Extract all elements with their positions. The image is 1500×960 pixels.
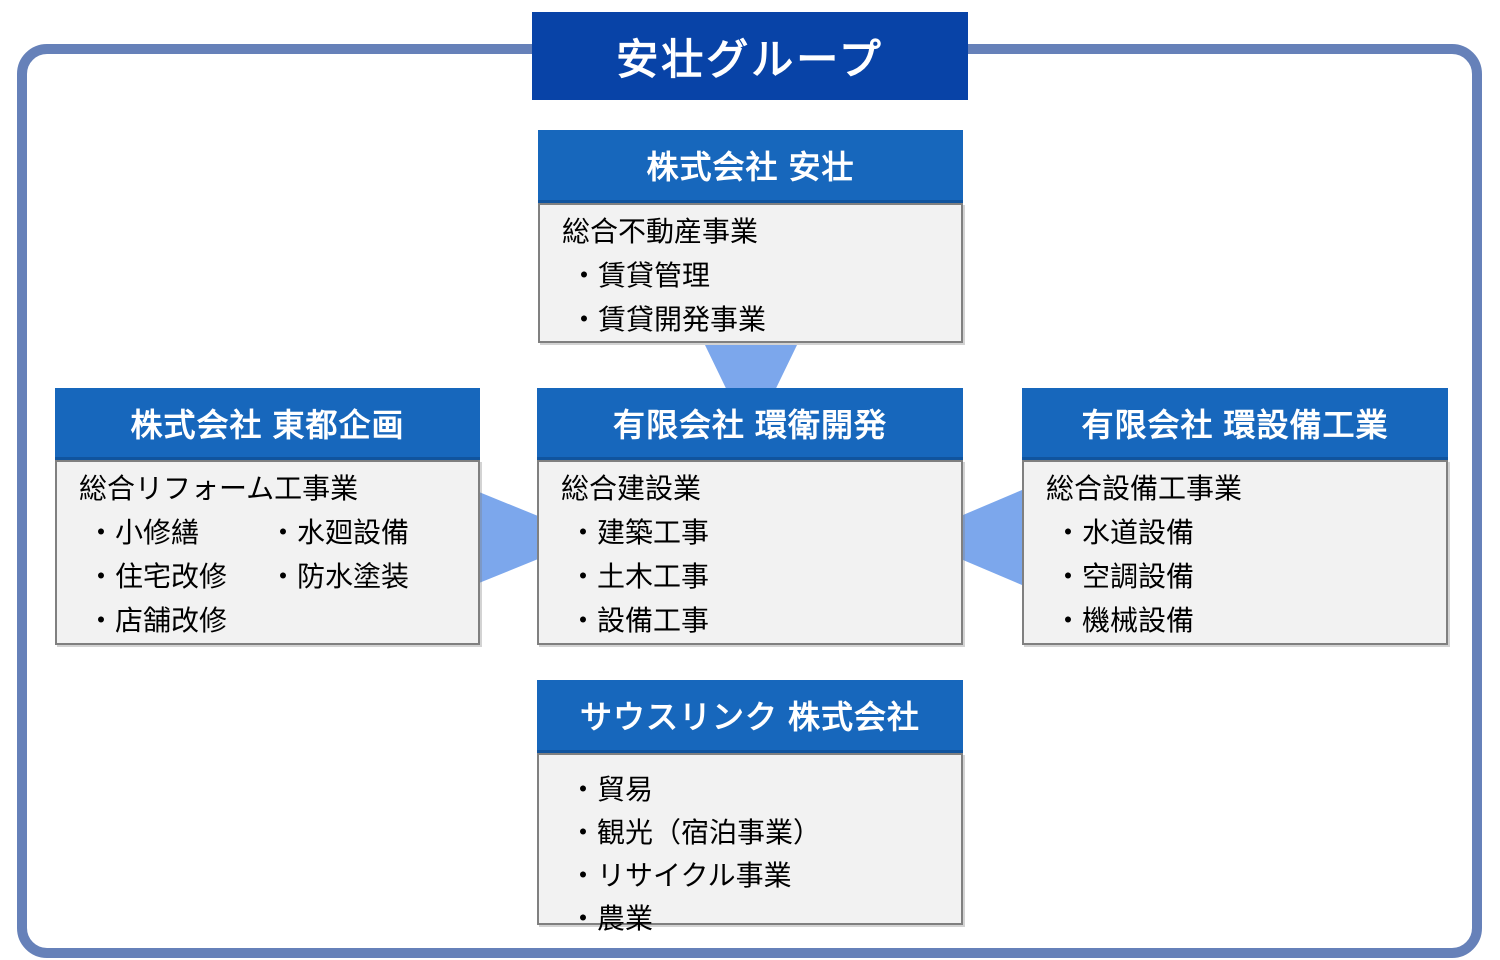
business-item: ・土木工事 [569,562,710,593]
business-item: ・小修繕 [87,518,200,549]
business-item: ・賃貸開発事業 [570,305,767,336]
company-body-kansetsubi: 総合設備工事業 ・水道設備 ・空調設備 ・機械設備 [1022,460,1448,645]
business-item: ・リサイクル事業 [569,861,792,892]
business-item: ・農業 [569,904,654,935]
company-box-kansetsubi: 有限会社 環設備工業 総合設備工事業 ・水道設備 ・空調設備 ・機械設備 [1022,388,1448,645]
company-name-kansetsubi: 有限会社 環設備工業 [1022,388,1448,460]
business-item: ・水道設備 [1054,518,1195,549]
company-body-kanei: 総合建設業 ・建築工事 ・土木工事 ・設備工事 [537,460,963,645]
company-name-southlink: サウスリンク 株式会社 [537,680,963,753]
group-title-banner: 安壮グループ [532,12,968,100]
business-heading: 総合リフォーム工事業 [79,474,359,505]
business-heading: 総合不動産事業 [562,217,759,248]
business-heading: 総合設備工事業 [1046,474,1243,505]
business-item: ・機械設備 [1054,606,1195,637]
business-item: ・住宅改修 [87,562,228,593]
company-name-kanei: 有限会社 環衛開発 [537,388,963,460]
business-item: ・設備工事 [569,606,710,637]
company-body-anso: 総合不動産事業 ・賃貸管理 ・賃貸開発事業 [538,203,963,343]
company-name-toto: 株式会社 東都企画 [55,388,480,460]
company-name-anso: 株式会社 安壮 [538,130,963,203]
business-item: ・店舗改修 [87,606,228,637]
business-item: ・貿易 [569,775,654,806]
business-column-right: ・水廻設備 ・防水塗装 [259,512,460,644]
business-column-left: ・小修繕 ・住宅改修 ・店舗改修 [77,512,259,644]
business-item: ・水廻設備 [269,518,410,549]
business-heading: 総合建設業 [561,474,702,505]
company-box-southlink: サウスリンク 株式会社 ・貿易 ・観光（宿泊事業） ・リサイクル事業 ・農業 [537,680,963,935]
business-item: ・賃貸管理 [570,261,711,292]
business-item: ・建築工事 [569,518,710,549]
group-title: 安壮グループ [616,35,884,83]
company-box-toto: 株式会社 東都企画 総合リフォーム工事業 ・小修繕 ・住宅改修 ・店舗改修 ・水… [55,388,480,645]
company-body-toto: 総合リフォーム工事業 ・小修繕 ・住宅改修 ・店舗改修 ・水廻設備 ・防水塗装 [55,460,480,645]
business-item: ・観光（宿泊事業） [569,818,822,849]
company-box-anso: 株式会社 安壮 総合不動産事業 ・賃貸管理 ・賃貸開発事業 [538,130,963,343]
business-item: ・防水塗装 [269,562,410,593]
company-box-kanei: 有限会社 環衛開発 総合建設業 ・建築工事 ・土木工事 ・設備工事 [537,388,963,645]
business-columns: ・小修繕 ・住宅改修 ・店舗改修 ・水廻設備 ・防水塗装 [77,512,460,644]
company-body-southlink: ・貿易 ・観光（宿泊事業） ・リサイクル事業 ・農業 [537,753,963,935]
business-item: ・空調設備 [1054,562,1195,593]
